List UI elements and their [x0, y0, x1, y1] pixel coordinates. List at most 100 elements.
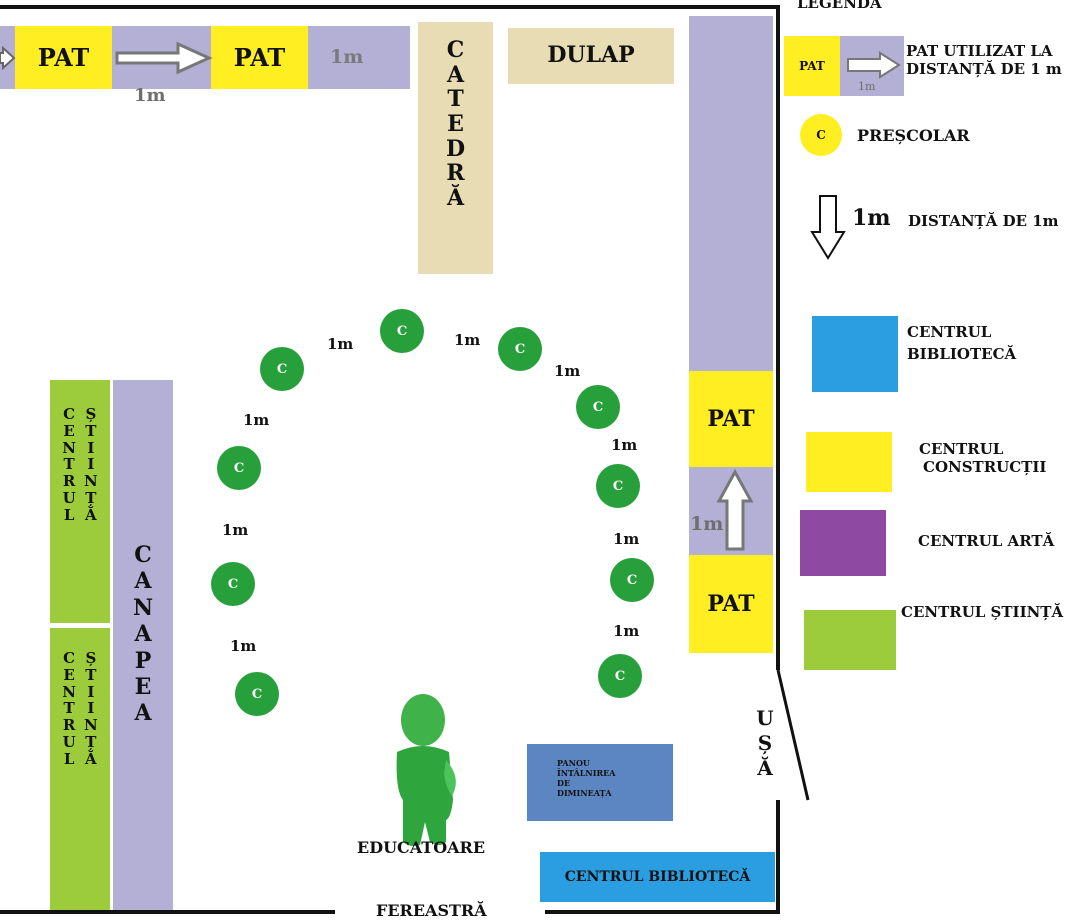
legend-child-circle: C — [800, 114, 842, 156]
right-dist-label: 1m — [690, 513, 724, 535]
top-arrow-2 — [115, 41, 213, 75]
stiinta-col-stiinta: Ș T I I N Ț Ă — [84, 406, 98, 623]
right-wall-upper — [776, 5, 780, 670]
letter: T — [85, 665, 97, 684]
letter: T — [63, 455, 75, 474]
catedra-letter: T — [447, 86, 464, 113]
panou-line: PANOU — [557, 758, 590, 768]
top-wall — [0, 5, 780, 9]
dulap: DULAP — [508, 28, 674, 84]
letter: N — [62, 438, 76, 457]
circle-distance: 1m — [222, 521, 249, 539]
bottom-wall-left — [0, 910, 335, 914]
panou-line: DE — [557, 778, 571, 788]
legend-constructii-line: CONSTRUCȚII — [923, 458, 1047, 476]
letter: N — [84, 716, 98, 735]
catedra-letter: R — [446, 160, 465, 187]
top-bed-2: PAT — [211, 26, 308, 89]
child-circle: C — [380, 309, 424, 353]
letter: Ț — [85, 488, 97, 507]
circle-distance: 1m — [327, 335, 354, 353]
letter: E — [63, 421, 75, 440]
fereastra-label: FEREASTRĂ — [376, 901, 487, 920]
right-bed-2: PAT — [689, 555, 773, 653]
canapea-letter: A — [134, 621, 152, 648]
legend-constructii-swatch — [806, 432, 892, 492]
catedra-letter: Ă — [446, 184, 465, 211]
letter: U — [62, 488, 76, 507]
legend-biblioteca-line: CENTRUL — [907, 323, 992, 341]
legend-arrow-down — [810, 195, 846, 260]
letter: C — [63, 405, 76, 423]
legend-distance-desc: DISTANȚĂ DE 1m — [908, 212, 1059, 230]
legend-pat-desc: PAT UTILIZAT LA DISTANȚĂ DE 1 m — [906, 42, 1062, 78]
legend-arta-label: CENTRUL ARTĂ — [918, 532, 1055, 550]
legend-arta-swatch — [800, 510, 886, 576]
child-circle: C — [598, 654, 642, 698]
bottom-wall-right — [545, 910, 780, 914]
legend-pat-desc-line: DISTANȚĂ DE 1 m — [906, 60, 1062, 78]
child-circle: C — [235, 672, 279, 716]
educatoare-label: EDUCATOARE — [357, 838, 486, 857]
letter: I — [87, 438, 95, 457]
child-circle: C — [596, 464, 640, 508]
letter: I — [87, 682, 95, 701]
canapea-letter: A — [134, 568, 152, 595]
legend-distance-value: 1m — [852, 205, 891, 231]
letter: T — [63, 699, 75, 718]
catedra-letter: A — [446, 61, 465, 88]
door-letter: Ș — [757, 731, 773, 755]
legend-biblioteca-line: BIBLIOTECĂ — [907, 344, 1017, 363]
door-label: U Ș Ă — [751, 706, 779, 781]
circle-distance: 1m — [554, 362, 581, 380]
legend-pat-desc-line: PAT UTILIZAT LA — [906, 42, 1053, 60]
circle-distance: 1m — [611, 436, 638, 454]
top-dist-label-1: 1m — [134, 85, 166, 106]
child-circle: C — [610, 558, 654, 602]
panou-line: DIMINEAȚA — [557, 788, 612, 798]
top-arrow-1 — [0, 45, 16, 71]
panou-line: ÎNTÂLNIREA — [557, 768, 616, 778]
legend-pat-sample: PAT — [784, 36, 840, 96]
circle-distance: 1m — [613, 530, 640, 548]
canapea-letter: A — [134, 700, 152, 727]
child-circle: C — [498, 327, 542, 371]
catedra-letter: D — [445, 135, 466, 162]
centrul-stiinta-lower: C E N T R U L Ș T I I N Ț Ă — [50, 628, 110, 910]
letter: C — [63, 649, 76, 667]
circle-distance: 1m — [454, 331, 481, 349]
child-circle: C — [211, 562, 255, 606]
right-wall-lower — [776, 800, 780, 912]
top-bed-1: PAT — [15, 26, 112, 89]
legend-stiinta-swatch — [804, 610, 896, 670]
circle-distance: 1m — [230, 637, 257, 655]
right-bed-1: PAT — [689, 371, 773, 467]
canapea: C A N A P E A — [113, 380, 173, 910]
letter: Ț — [85, 732, 97, 751]
circle-distance: 1m — [243, 411, 270, 429]
legend-biblioteca-label: CENTRUL BIBLIOTECĂ — [907, 322, 1016, 366]
child-circle: C — [217, 446, 261, 490]
centrul-stiinta-upper: C E N T R U L Ș T I I N Ț Ă — [50, 380, 110, 623]
circle-distance: 1m — [613, 622, 640, 640]
letter: R — [62, 472, 76, 491]
letter: I — [87, 455, 95, 474]
letter: L — [63, 749, 75, 768]
stiinta-col-centrul: C E N T R U L — [62, 650, 76, 910]
child-circle: C — [260, 347, 304, 391]
right-arrow-up — [716, 468, 754, 551]
legend-constructii-line: CENTRUL — [919, 440, 1004, 458]
centrul-biblioteca-room: CENTRUL BIBLIOTECĂ — [540, 852, 775, 902]
canapea-letter: E — [134, 673, 152, 700]
letter: T — [85, 421, 97, 440]
letter: N — [84, 472, 98, 491]
legend-title: LEGENDA — [797, 0, 882, 12]
top-dist-label-2: 1m — [330, 46, 364, 68]
letter: Ș — [85, 405, 97, 423]
stiinta-col-stiinta: Ș T I I N Ț Ă — [84, 650, 98, 910]
letter: Ș — [85, 649, 97, 667]
canapea-letter: N — [132, 594, 154, 621]
legend-pat-1m: 1m — [858, 80, 876, 93]
